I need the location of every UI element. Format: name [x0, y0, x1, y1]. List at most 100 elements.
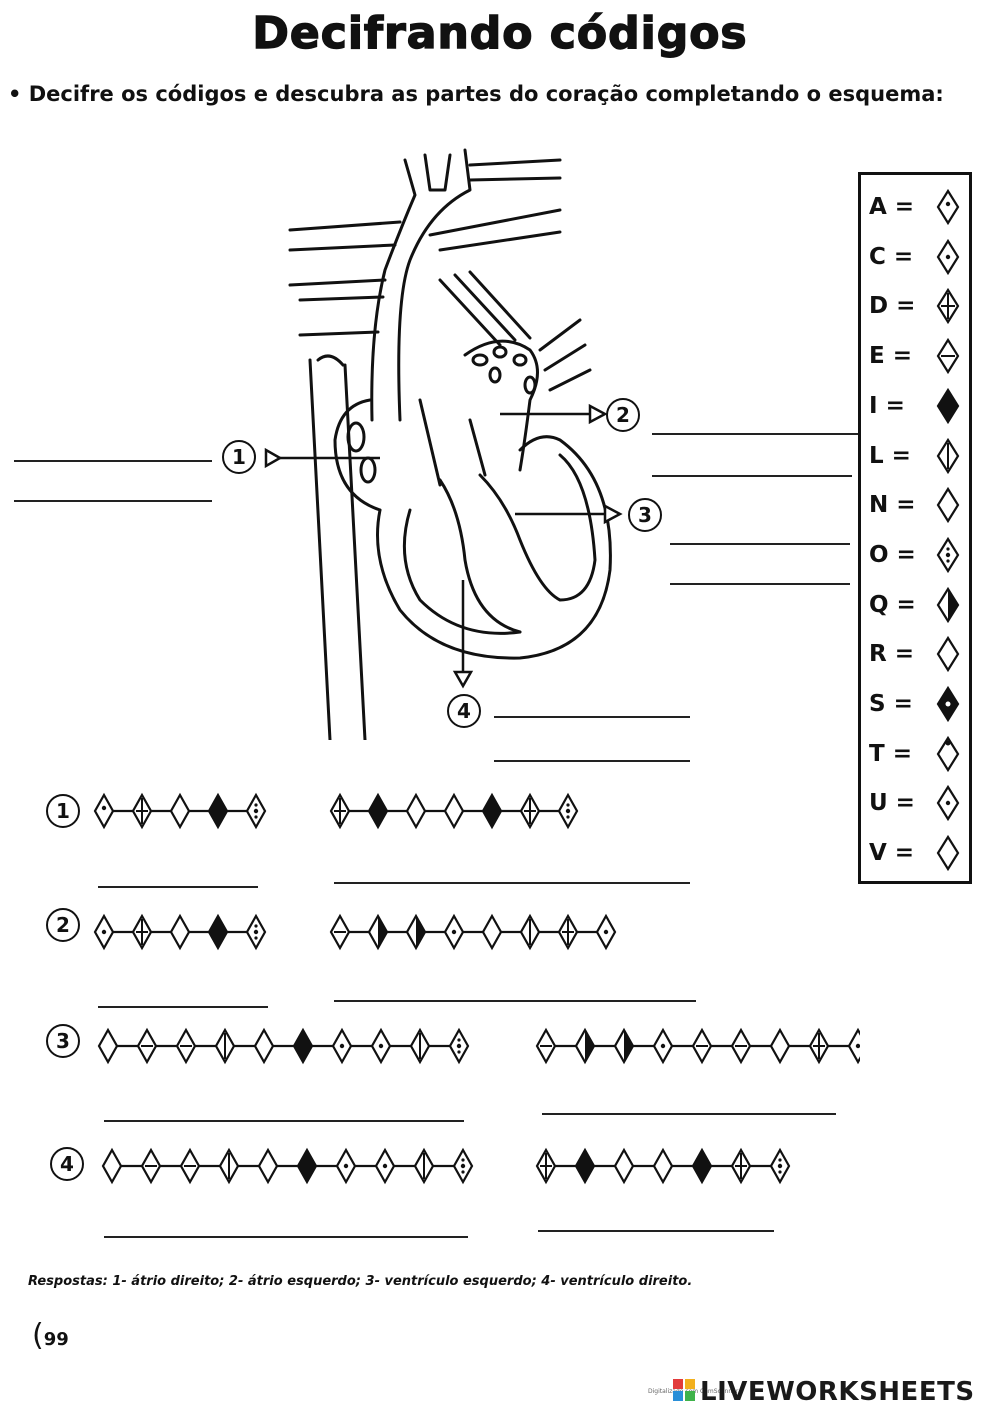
legend-letter: T = [869, 740, 912, 767]
diagram-answer-line[interactable] [652, 433, 852, 435]
diamond-symbol-split [329, 792, 351, 830]
word-answer-line[interactable] [334, 882, 690, 884]
diamond-symbol-empty [481, 913, 503, 951]
diagram-answer-line[interactable] [14, 500, 212, 502]
label-2-circle: 2 [606, 398, 640, 432]
word-answer-line[interactable] [542, 1113, 836, 1115]
brand-logo: LIVEWORKSHEETS [700, 1377, 975, 1407]
diamond-symbol-dot-up [93, 792, 115, 830]
diagram-answer-line[interactable] [652, 475, 852, 477]
legend-letter: R = [869, 641, 914, 668]
legend-symbol [936, 735, 960, 772]
diamond-symbol-dotted [557, 792, 579, 830]
code-number-4: 4 [50, 1147, 84, 1181]
page-title: Decifrando códigos [252, 7, 748, 60]
diamond-symbol-half [405, 913, 427, 951]
diamond-symbol-split [519, 792, 541, 830]
legend-symbol [936, 338, 960, 375]
legend-letter: U = [869, 790, 915, 817]
legend-symbol [936, 238, 960, 275]
legend-symbol [936, 685, 960, 723]
diamond-symbol-hline [140, 1147, 162, 1185]
word-answer-line[interactable] [98, 1006, 268, 1008]
diagram-answer-line[interactable] [14, 460, 212, 462]
word-answer-line[interactable] [98, 886, 258, 888]
connector-line [852, 433, 858, 435]
diagram-answer-line[interactable] [494, 760, 690, 762]
legend-letter: L = [869, 442, 911, 469]
diamond-symbol-vline [218, 1147, 240, 1185]
diamond-symbol-empty [936, 835, 960, 872]
legend-row: L = [869, 436, 963, 476]
word-answer-line[interactable] [538, 1230, 774, 1232]
diamond-symbol-hline [329, 913, 351, 951]
diamond-symbol-dotted [769, 1147, 791, 1185]
diamond-symbol-hline [136, 1027, 158, 1065]
diamond-symbol-dotted [936, 536, 960, 573]
legend-row: I = [869, 386, 963, 426]
code-word [93, 792, 267, 830]
legend-letter: C = [869, 243, 914, 270]
diamond-symbol-dotted [245, 913, 267, 951]
legend-symbol [936, 636, 960, 673]
diamond-symbol-filled [691, 1147, 713, 1185]
legend-row: U = [869, 783, 963, 823]
label-4-circle: 4 [447, 694, 481, 728]
legend-letter: O = [869, 541, 916, 568]
code-word [535, 1027, 860, 1065]
diamond-symbol-empty [936, 636, 960, 673]
diamond-symbol-filled [296, 1147, 318, 1185]
diamond-symbol-vline [519, 913, 541, 951]
diamond-symbol-filled [292, 1027, 314, 1065]
diamond-symbol-half [367, 913, 389, 951]
diamond-symbol-empty [613, 1147, 635, 1185]
diamond-symbol-filled [367, 792, 389, 830]
diamond-symbol-hline [179, 1147, 201, 1185]
diamond-symbol-filled [936, 387, 960, 424]
diamond-symbol-empty-small [936, 487, 960, 524]
diagram-answer-line[interactable] [494, 716, 690, 718]
diamond-symbol-empty [169, 792, 191, 830]
diamond-symbol-vline [214, 1027, 236, 1065]
legend-row: D = [869, 286, 963, 326]
cipher-legend: A =C =D =E =I =L =N =O =Q =R =S =T =U =V… [858, 172, 972, 884]
diamond-symbol-dot [936, 785, 960, 822]
legend-letter: N = [869, 492, 916, 519]
legend-row: A = [869, 187, 963, 227]
legend-row: R = [869, 634, 963, 674]
word-answer-line[interactable] [334, 1000, 696, 1002]
legend-symbol [936, 785, 960, 822]
word-answer-line[interactable] [104, 1120, 464, 1122]
legend-row: C = [869, 237, 963, 277]
diagram-answer-line[interactable] [670, 583, 850, 585]
diamond-symbol-dot [331, 1027, 353, 1065]
diamond-symbol-hline [691, 1027, 713, 1065]
legend-symbol [936, 536, 960, 573]
diamond-symbol-empty [253, 1027, 275, 1065]
diamond-symbol-filled [207, 792, 229, 830]
code-word [329, 913, 617, 951]
legend-row: S = [869, 684, 963, 724]
diamond-symbol-split [730, 1147, 752, 1185]
diamond-symbol-filled [574, 1147, 596, 1185]
diamond-symbol-half [936, 586, 960, 623]
legend-letter: E = [869, 343, 912, 370]
code-number-2: 2 [46, 908, 80, 942]
diamond-symbol-split [131, 792, 153, 830]
diamond-symbol-empty [443, 792, 465, 830]
diamond-symbol-vline [413, 1147, 435, 1185]
diamond-symbol-dotted [245, 792, 267, 830]
diamond-symbol-dot [847, 1027, 860, 1065]
diamond-symbol-hline [535, 1027, 557, 1065]
diamond-symbol-empty [101, 1147, 123, 1185]
diagram-answer-line[interactable] [670, 543, 850, 545]
diamond-symbol-top-dot [936, 735, 960, 772]
diamond-symbol-half [574, 1027, 596, 1065]
diamond-symbol-dot [595, 913, 617, 951]
legend-letter: D = [869, 293, 916, 320]
legend-letter: A = [869, 194, 915, 220]
word-answer-line[interactable] [104, 1236, 468, 1238]
legend-symbol [936, 188, 960, 226]
legend-row: N = [869, 485, 963, 525]
diamond-symbol-hline [175, 1027, 197, 1065]
